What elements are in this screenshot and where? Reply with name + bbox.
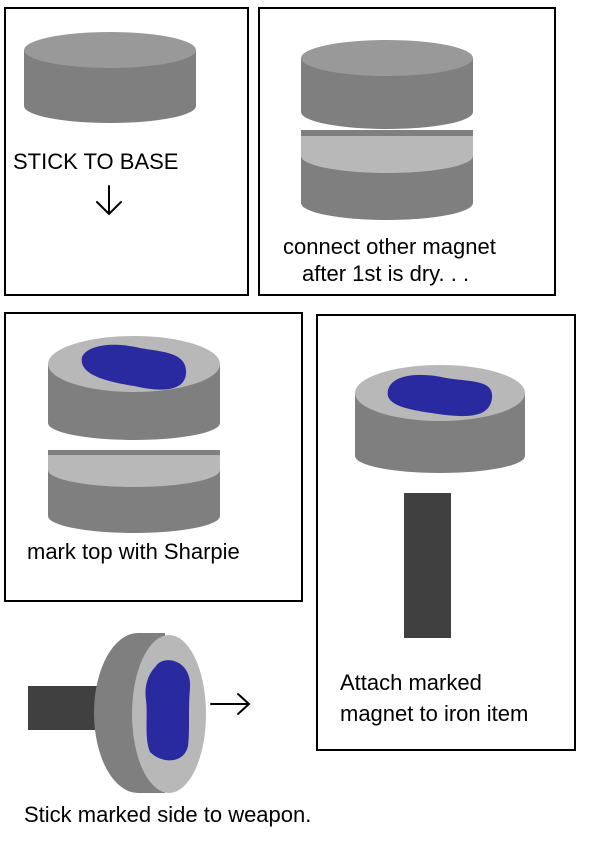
caption-mark-top: mark top with Sharpie (27, 539, 240, 564)
caption-connect-line2: after 1st is dry. . . (302, 261, 470, 286)
caption-connect-line1: connect other magnet (283, 234, 496, 259)
sharpie-mark-top (387, 374, 493, 417)
caption-attach-line2: magnet to iron item (340, 701, 529, 726)
arrow-right-icon (210, 693, 251, 715)
magnet-stack (301, 40, 473, 220)
sharpie-mark-side (145, 660, 191, 761)
caption-stick-to-base: STICK TO BASE (13, 149, 179, 174)
iron-bar (404, 493, 451, 638)
arrow-down-icon (96, 185, 122, 216)
magnet-single (24, 32, 196, 123)
marked-magnet (355, 365, 525, 473)
footer-caption: Stick marked side to weapon. (24, 802, 312, 827)
weapon-handle (28, 686, 98, 730)
sharpie-mark-top (81, 344, 187, 390)
magnet-side-view (94, 633, 206, 793)
marked-magnet-stack (48, 336, 220, 533)
caption-attach-line1: Attach marked (340, 670, 482, 695)
